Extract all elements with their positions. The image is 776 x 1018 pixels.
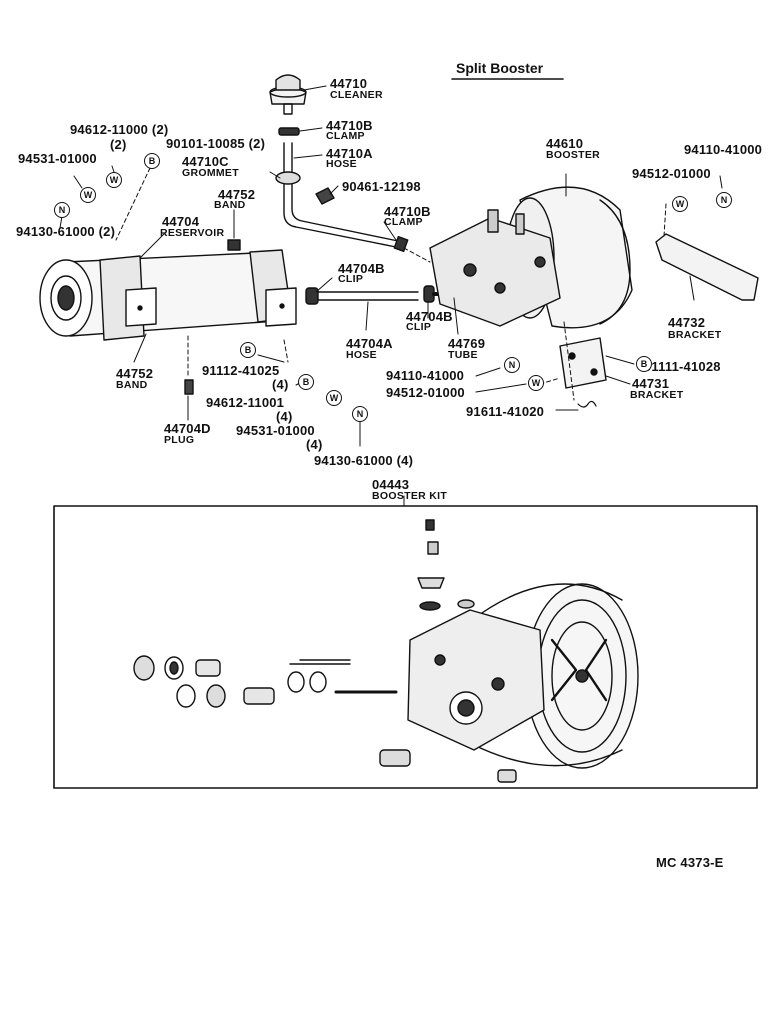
label-band-bottom-name: BAND	[116, 379, 148, 391]
label-94130-61000-bottom: 94130-61000 (4)	[314, 453, 414, 468]
label-94512-01000-right: 94512-01000	[632, 166, 711, 181]
label-clip-right-name: CLIP	[406, 321, 432, 333]
booster-part	[429, 186, 633, 329]
label-plug-name: PLUG	[164, 434, 195, 446]
nut-symbol: N	[54, 202, 70, 218]
label-hose-upper-name: HOSE	[326, 158, 357, 170]
label-91111-41028: 91111-41028	[644, 359, 721, 374]
clip-90461-part	[315, 187, 335, 205]
label-94612-11001: 94612-11001	[206, 395, 285, 410]
label-clip-right-number: 44704B	[406, 309, 453, 324]
label-clamp-upper-name: CLAMP	[326, 130, 365, 142]
washer-symbol: W	[326, 390, 342, 406]
label-cleaner-number: 44710	[330, 76, 368, 91]
label-reservoir-name: RESERVOIR	[160, 227, 225, 239]
label-91112-41025: 91112-41025	[202, 363, 280, 378]
label-reservoir-number: 44704	[162, 214, 200, 229]
label-hose-lower-name: HOSE	[346, 349, 377, 361]
nut-symbol: N	[352, 406, 368, 422]
label-94612-11000: 94612-11000 (2)	[70, 122, 169, 137]
diagram-title: Split Booster	[456, 60, 544, 76]
label-kit-name: BOOSTER KIT	[372, 490, 448, 502]
label-94110-41000-lower: 94110-41000	[386, 368, 465, 383]
washer-symbol: W	[528, 375, 544, 391]
hose-part-upper	[283, 142, 399, 248]
label-tube-name: TUBE	[448, 349, 478, 361]
label-plug-number: 44704D	[164, 421, 211, 436]
label-grommet-number: 44710C	[182, 154, 229, 169]
label-clip-left-name: CLIP	[338, 273, 364, 285]
label-90461-12198: 90461-12198	[342, 179, 421, 194]
label-94531-01000-bottom: 94531-01000	[236, 423, 315, 438]
label-booster-name: BOOSTER	[546, 149, 601, 161]
bolt-symbol: B	[144, 153, 160, 169]
label-band-top-number: 44752	[218, 187, 256, 202]
label-94612-11001-qty: (4)	[276, 409, 293, 424]
booster-kit-parts	[133, 519, 639, 783]
label-bracket-44732-name: BRACKET	[668, 329, 722, 341]
label-94612-11000-qty: (2)	[110, 137, 127, 152]
grommet-part	[275, 171, 301, 185]
label-leaders	[59, 85, 723, 507]
label-bracket-44731-name: BRACKET	[630, 389, 684, 401]
label-hose-upper-number: 44710A	[326, 146, 373, 161]
leader-lines	[115, 167, 667, 401]
nut-symbol: N	[504, 357, 520, 373]
label-clamp-lower-name: CLAMP	[384, 216, 423, 228]
washer-symbol: W	[80, 187, 96, 203]
washer-symbol: W	[672, 196, 688, 212]
label-band-bottom-number: 44752	[116, 366, 154, 381]
plug-part	[184, 379, 194, 395]
reservoir-part	[39, 239, 297, 341]
label-94531-01000-top: 94531-01000	[18, 151, 97, 166]
label-clamp-lower-number: 44710B	[384, 204, 431, 219]
label-90101-10085: 90101-10085 (2)	[166, 136, 266, 151]
nut-symbol: N	[716, 192, 732, 208]
label-91611-41020: 91611-41020	[466, 404, 545, 419]
label-grommet-name: GROMMET	[182, 167, 239, 179]
bolt-symbol: B	[240, 342, 256, 358]
label-94110-41000-right: 94110-41000	[684, 142, 763, 157]
label-bracket-44732-number: 44732	[668, 315, 706, 330]
label-94512-01000-lower: 94512-01000	[386, 385, 465, 400]
label-kit-number: 04443	[372, 477, 410, 492]
label-94531-01000-bottom-qty: (4)	[306, 437, 323, 452]
diagram-code: MC 4373-E	[656, 855, 724, 870]
label-bracket-44731-number: 44731	[632, 376, 670, 391]
label-tube-number: 44769	[448, 336, 486, 351]
bolt-symbol: B	[636, 356, 652, 372]
label-cleaner-name: CLEANER	[330, 89, 383, 101]
label-clip-left-number: 44704B	[338, 261, 385, 276]
booster-kit-frame	[53, 505, 758, 789]
label-clamp-upper-number: 44710B	[326, 118, 373, 133]
label-94130-61000-top: 94130-61000 (2)	[16, 224, 116, 239]
spring-pin-part	[577, 400, 597, 408]
label-band-top-name: BAND	[214, 199, 246, 211]
label-booster-number: 44610	[546, 136, 584, 151]
bolt-symbol: B	[298, 374, 314, 390]
label-hose-lower-number: 44704A	[346, 336, 393, 351]
label-91112-41025-qty: (4)	[272, 377, 289, 392]
washer-symbol: W	[106, 172, 122, 188]
cleaner-part	[269, 74, 307, 115]
bracket-44732-part	[655, 233, 759, 301]
clamp-part-upper	[278, 127, 300, 136]
